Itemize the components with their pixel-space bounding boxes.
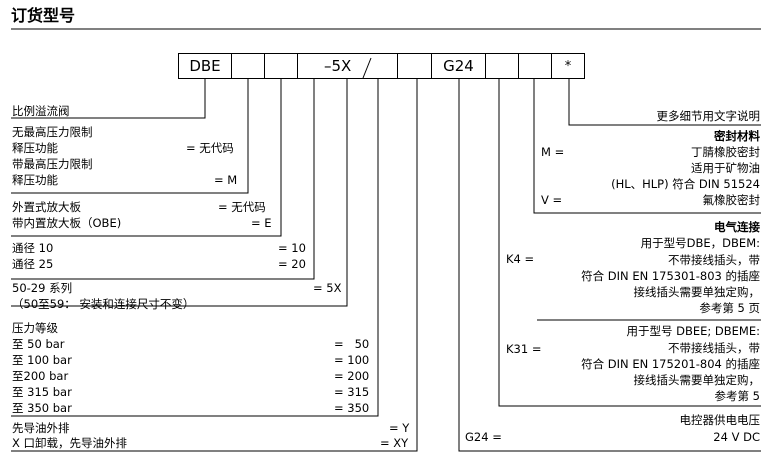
code-cell-3 <box>264 53 298 79</box>
code-pressure-100: = 100 <box>334 353 370 367</box>
code-with-limit: = M <box>214 173 238 187</box>
code-pilot-external: = Y <box>389 421 410 435</box>
code-cell-6 <box>397 53 432 79</box>
code-cell-series: –5X <box>297 53 398 79</box>
label-k4-no-plug: 不带接线插头，带 <box>668 253 760 267</box>
code-series: = 5X <box>313 281 342 295</box>
code-size-25: = 20 <box>278 257 306 271</box>
label-pressure-100: 至 100 bar <box>12 353 72 367</box>
code-cell-g24: G24 <box>431 53 486 79</box>
label-electrical-connection: 电气连接 <box>714 220 760 234</box>
label-size-10: 通径 10 <box>12 241 54 255</box>
code-cell-9 <box>518 53 552 79</box>
label-pressure-315: 至 315 bar <box>12 385 72 399</box>
label-seal-nbr: 丁腈橡胶密封 <box>691 145 760 159</box>
label-series-note: （50至59： 安装和连接尺寸不变） <box>12 297 195 311</box>
label-pressure-200: 至200 bar <box>12 369 69 383</box>
code-cell-dbe: DBE <box>178 53 232 79</box>
code-k4: K4 = <box>506 252 535 266</box>
page-title: 订货型号 <box>11 6 76 25</box>
code-cell-options: * <box>551 53 585 79</box>
code-size-10: = 10 <box>278 241 306 255</box>
code-g24: G24 = <box>465 430 502 444</box>
code-k31: K31 = <box>506 342 542 356</box>
label-no-limit-2: 释压功能 <box>12 141 58 155</box>
label-k31-socket: 符合 DIN EN 175201-804 的插座 <box>581 357 760 371</box>
label-seal-din: (HL、HLP) 符合 DIN 51524 <box>611 177 760 191</box>
code-external-amplifier: = 无代码 <box>218 200 266 214</box>
code-cell-2 <box>231 53 265 79</box>
code-no-limit: = 无代码 <box>186 141 234 155</box>
code-seal-v: V = <box>541 193 563 207</box>
code-pressure-350: = 350 <box>334 401 370 415</box>
label-pilot-x-unload: X 口卸载，先导油外排 <box>12 436 128 450</box>
label-k31-types: 用于型号 DBEE; DBEME: <box>626 324 760 338</box>
label-k4-socket: 符合 DIN EN 175301-803 的插座 <box>581 269 760 283</box>
label-k4-order-separately: 接线插头需要单独定购， <box>633 285 761 299</box>
label-more-details: 更多细节用文字说明 <box>656 109 761 123</box>
label-k31-no-plug: 不带接线插头，带 <box>668 341 760 355</box>
label-internal-amplifier: 带内置放大板（OBE) <box>12 216 122 230</box>
label-seal-material: 密封材料 <box>714 129 760 143</box>
code-pressure-200: = 200 <box>334 369 370 383</box>
label-pressure-350: 至 350 bar <box>12 401 72 415</box>
label-valve-type: 比例溢流阀 <box>12 104 70 118</box>
code-pressure-50: = 50 <box>334 337 370 351</box>
label-pilot-external: 先导油外排 <box>12 421 70 435</box>
label-k4-page-ref: 参考第 5 页 <box>699 301 760 315</box>
label-with-limit-2: 释压功能 <box>12 173 58 187</box>
code-seal-m: M = <box>541 145 565 159</box>
label-with-limit-1: 带最高压力限制 <box>12 157 93 171</box>
label-pressure-stage: 压力等级 <box>12 321 58 335</box>
label-k31-order-separately: 接线插头需要单独定购， <box>633 373 761 387</box>
label-size-25: 通径 25 <box>12 257 54 271</box>
label-k31-page-ref: 参考第 5 <box>714 389 760 403</box>
label-series: 50-29 系列 <box>12 281 73 295</box>
label-seal-fkm: 氟橡胶密封 <box>702 193 761 207</box>
code-pilot-x-unload: = XY <box>380 436 409 450</box>
code-internal-amplifier: = E <box>251 216 272 230</box>
label-no-limit-1: 无最高压力限制 <box>12 125 93 139</box>
code-cell-8 <box>485 53 519 79</box>
label-external-amplifier: 外置式放大板 <box>12 200 81 214</box>
code-pressure-315: = 315 <box>334 385 370 399</box>
label-seal-mineral-oil: 适用于矿物油 <box>691 161 760 175</box>
label-24vdc: 24 V DC <box>713 430 760 444</box>
label-supply-voltage: 电控器供电电压 <box>679 413 761 427</box>
label-k4-types: 用于型号DBE，DBEM: <box>640 236 760 250</box>
label-pressure-50: 至 50 bar <box>12 337 65 351</box>
